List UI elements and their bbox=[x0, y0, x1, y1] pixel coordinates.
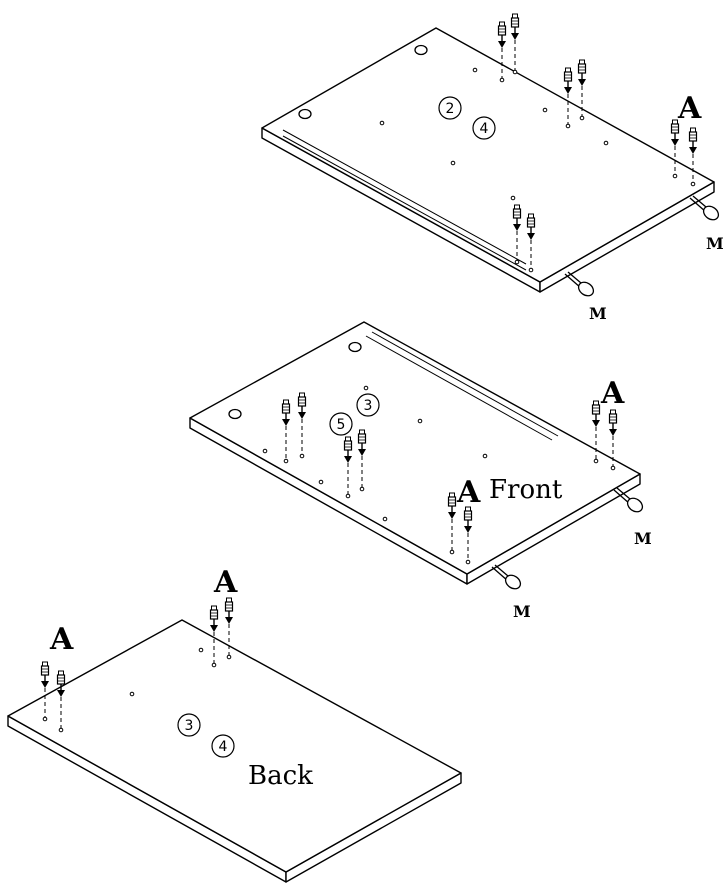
top-panel-cam-hole bbox=[414, 44, 428, 56]
bottom-step-number: 4 bbox=[219, 739, 228, 755]
fastener-a-label: A bbox=[49, 622, 74, 657]
middle-panel-cam-hole bbox=[228, 408, 242, 420]
fastener-m-label: M bbox=[513, 602, 531, 621]
top-panel-cam-hole bbox=[298, 108, 312, 120]
middle-panel-pins bbox=[281, 392, 618, 565]
top-step-circle-4: 4 bbox=[472, 116, 496, 140]
middle-step-circle-5: 5 bbox=[329, 412, 353, 436]
middle-panel: 5 3 A A Front M M bbox=[189, 321, 652, 621]
top-step-circle-2: 2 bbox=[438, 96, 462, 120]
top-panel-pins bbox=[497, 13, 698, 273]
fastener-m-label: M bbox=[589, 304, 607, 323]
fastener-m-label: M bbox=[634, 529, 652, 548]
bottom-step-circle-4: 4 bbox=[211, 734, 235, 758]
middle-step-circle-3: 3 bbox=[356, 393, 380, 417]
bottom-panel: 3 4 A A Back bbox=[7, 565, 462, 883]
middle-panel-cam-hole bbox=[348, 341, 362, 353]
middle-step-number: 3 bbox=[364, 398, 373, 414]
bottom-step-number: 3 bbox=[185, 718, 194, 734]
fastener-a-label: A bbox=[600, 376, 625, 411]
fastener-a-label: A bbox=[213, 565, 238, 600]
fastener-a-label: A bbox=[456, 475, 481, 510]
middle-panel-face bbox=[189, 321, 641, 575]
fastener-m-label: M bbox=[706, 234, 724, 253]
top-panel: 2 4 A M M bbox=[261, 13, 724, 323]
top-panel-foot bbox=[564, 271, 597, 300]
top-step-number: 2 bbox=[446, 101, 455, 117]
middle-panel-foot bbox=[491, 564, 524, 593]
fastener-a-label: A bbox=[677, 91, 702, 126]
back-label: Back bbox=[248, 761, 313, 791]
front-label: Front bbox=[489, 475, 563, 505]
middle-step-number: 5 bbox=[337, 417, 346, 433]
top-step-number: 4 bbox=[480, 121, 489, 137]
bottom-panel-pins bbox=[40, 597, 234, 733]
top-panel-face bbox=[261, 27, 715, 283]
bottom-step-circle-3: 3 bbox=[177, 713, 201, 737]
